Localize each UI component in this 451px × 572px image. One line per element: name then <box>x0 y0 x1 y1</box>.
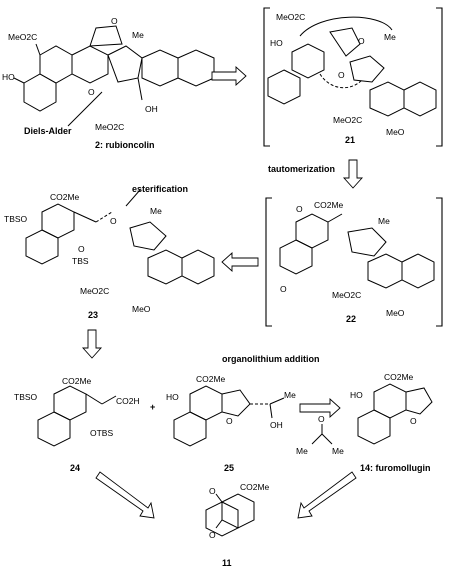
c11-o-top-label: O <box>209 486 216 496</box>
c21-meo-label: MeO <box>386 127 405 137</box>
c2-lactone-o-label: O <box>111 16 118 26</box>
c21-meo2c-label: MeO2C <box>276 12 305 22</box>
compound-21-label: 21 <box>345 135 355 145</box>
c25-co2me-label: CO2Me <box>196 374 226 384</box>
compound-14-label: 14: furomollugin <box>360 463 431 473</box>
c23-co2me-label: CO2Me <box>50 192 80 202</box>
c22-me-label: Me <box>378 216 390 226</box>
retro-arrow-23-22 <box>221 251 259 273</box>
c22-meo-label: MeO <box>386 308 405 318</box>
acetone-structure: O Me Me <box>296 414 344 456</box>
organolithium-addition-annotation: organolithium addition <box>222 354 320 364</box>
c11-o-bottom-label: O <box>209 530 216 540</box>
c24-co2h-label: CO2H <box>116 396 140 406</box>
retro-arrow-2-21 <box>211 65 247 87</box>
retro-arrow-25-14 <box>299 397 341 419</box>
c22-o-bottom-label: O <box>280 284 287 294</box>
c2-ho-label: HO <box>2 72 15 82</box>
c25-me-label: Me <box>284 390 296 400</box>
compound-22-structure: O CO2Me O Me MeO2C MeO <box>265 197 443 327</box>
compound-14-structure: CO2Me HO O <box>350 372 433 445</box>
c2-meo2c-label: MeO2C <box>8 32 37 42</box>
compound-25-label: 25 <box>224 463 234 473</box>
c11-co2me-label: CO2Me <box>240 482 270 492</box>
compound-23-label: 23 <box>88 310 98 320</box>
c24-tbso-label: TBSO <box>14 392 38 402</box>
c22-o-top-label: O <box>296 204 303 214</box>
acetone-me-left-label: Me <box>296 446 308 456</box>
compound-22-label: 22 <box>346 314 356 324</box>
diels-alder-annotation: Diels-Alder <box>24 126 72 136</box>
c21-o-label: O <box>358 36 365 46</box>
compound-25-structure: CO2Me HO O Me OH <box>166 374 296 447</box>
c23-carbonyl-o-label: O <box>110 216 117 226</box>
acetone-o-label: O <box>318 414 325 424</box>
c14-ho-label: HO <box>350 390 363 400</box>
c25-ho-label: HO <box>166 392 179 402</box>
compound-2-structure: MeO2C HO O Me O MeO2C OH <box>2 16 215 132</box>
c25-o-label: O <box>226 416 233 426</box>
c2-ring-o-label: O <box>88 87 95 97</box>
c23-meo-label: MeO <box>132 304 151 314</box>
c21-meo2c-lower-label: MeO2C <box>333 115 362 125</box>
c25-oh-label: OH <box>270 420 283 430</box>
c23-me-label: Me <box>150 206 162 216</box>
compound-23-structure: CO2Me TBSO O TBS O Me MeO2C MeO <box>4 189 215 314</box>
c2-oh-label: OH <box>145 104 158 114</box>
c24-co2me-label: CO2Me <box>62 376 92 386</box>
acetone-me-right-label: Me <box>332 446 344 456</box>
c22-co2me-label: CO2Me <box>314 200 344 210</box>
c21-ring-o-label: O <box>338 70 345 80</box>
retro-arrow-24-11 <box>95 471 155 519</box>
c21-me-label: Me <box>384 32 396 42</box>
c14-o-label: O <box>410 416 417 426</box>
c23-o-label: O <box>78 244 85 254</box>
tautomerization-annotation: tautomerization <box>268 164 335 174</box>
compound-11-label: 11 <box>222 558 232 568</box>
plus-sign: + <box>150 402 155 412</box>
retro-arrow-21-22 <box>342 159 364 189</box>
compound-11-structure: O O CO2Me <box>205 482 270 540</box>
c21-ho-label: HO <box>270 38 283 48</box>
c24-otbs-label: OTBS <box>90 428 113 438</box>
c23-tbso-label: TBSO <box>4 214 28 224</box>
compound-24-label: 24 <box>70 463 80 473</box>
c23-tbs-label: TBS <box>72 256 89 266</box>
c23-meo2c-label: MeO2C <box>80 286 109 296</box>
compound-24-structure: CO2Me TBSO CO2H OTBS <box>14 376 140 447</box>
c22-meo2c-label: MeO2C <box>332 290 361 300</box>
c2-me-label: Me <box>132 30 144 40</box>
retro-arrow-14-11 <box>297 471 357 519</box>
compound-21-structure: MeO2C HO O Me O MeO2C MeO <box>263 7 443 147</box>
esterification-annotation: esterification <box>132 184 188 194</box>
c2-meo2c-lower-label: MeO2C <box>95 122 124 132</box>
c14-co2me-label: CO2Me <box>384 372 414 382</box>
compound-2-label: 2: rubioncolin <box>95 140 155 150</box>
retro-arrow-23-24 <box>81 329 103 359</box>
